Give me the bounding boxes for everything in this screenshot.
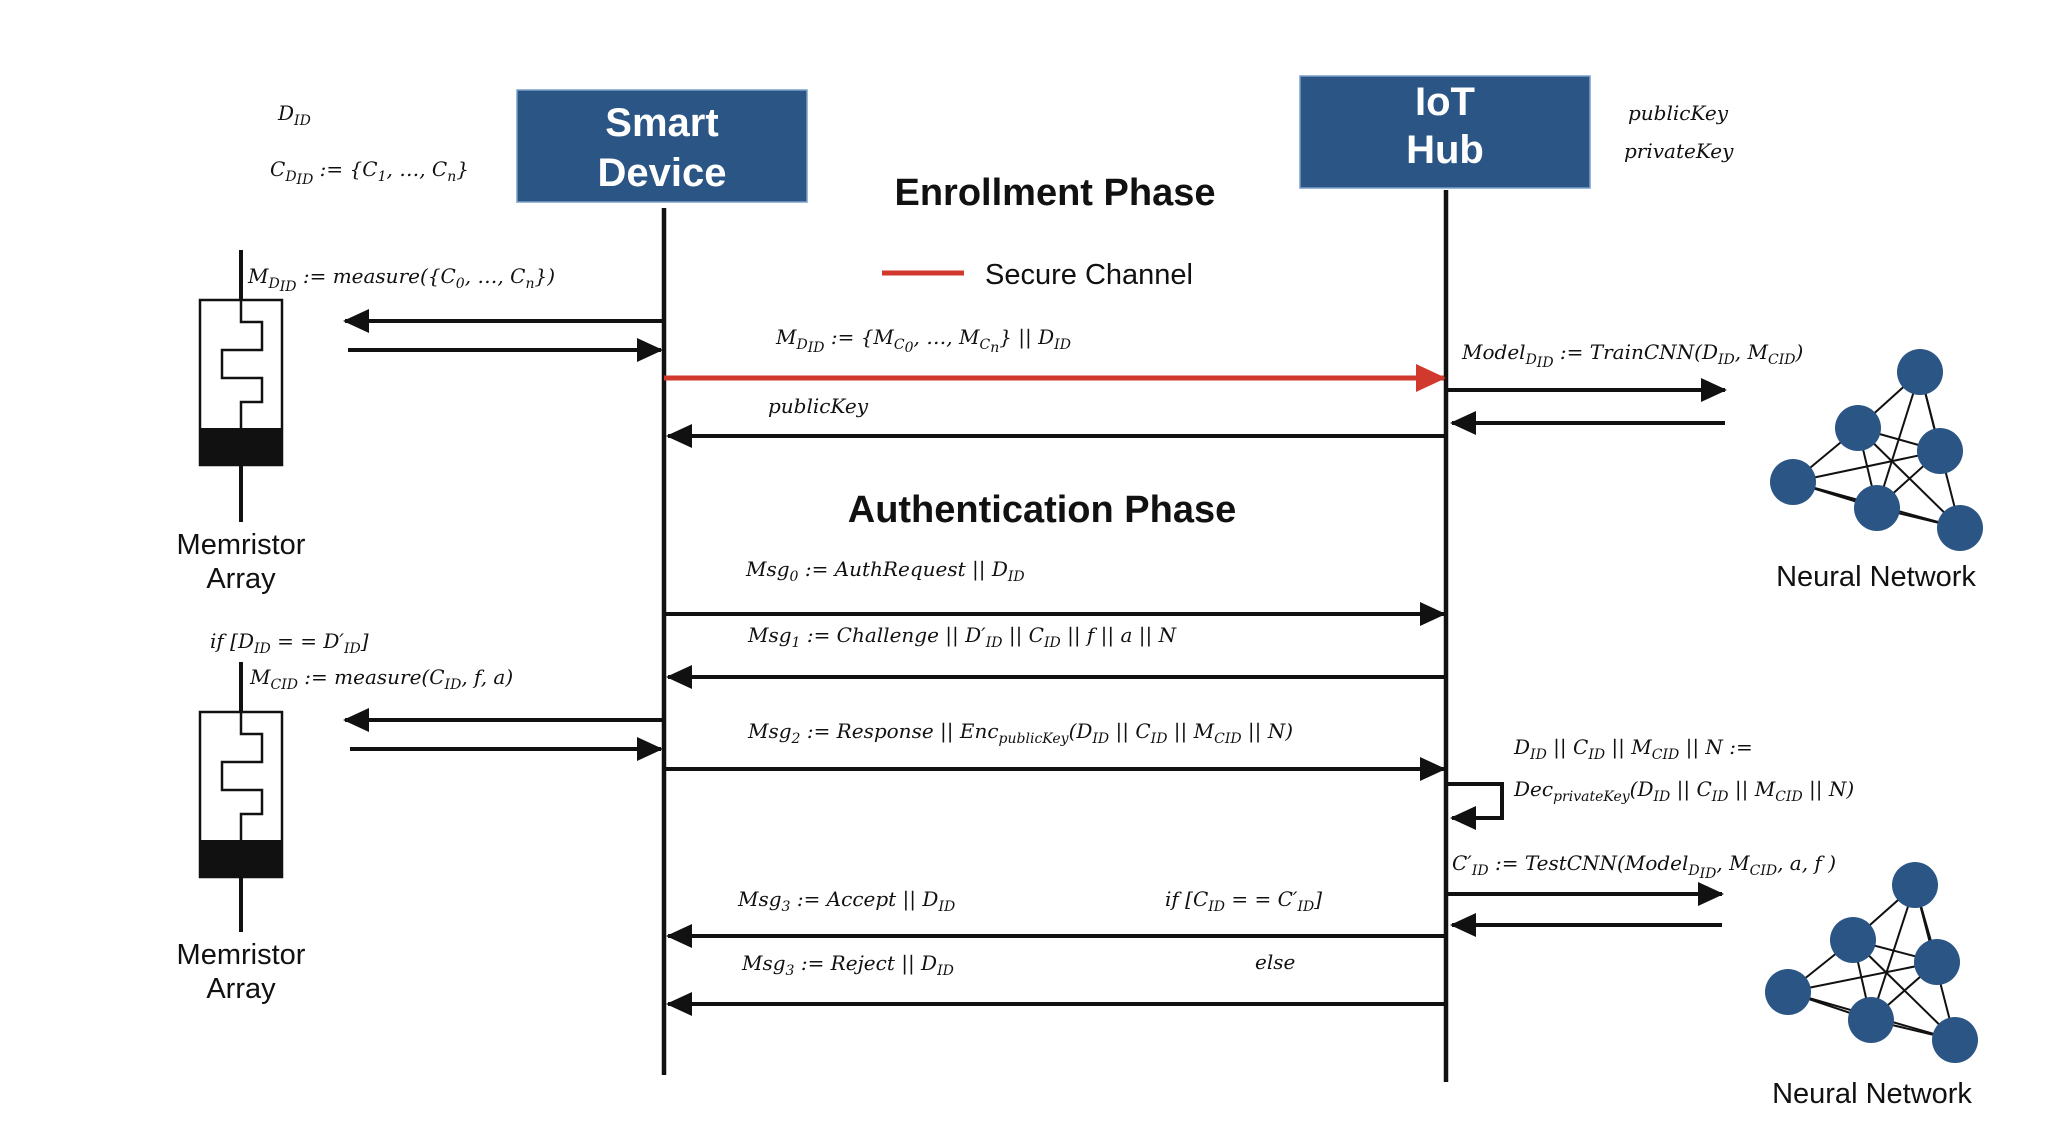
memristor-label-1b: Array — [206, 563, 276, 595]
msg3-reject-text: Msg3 := Reject || DID — [741, 951, 954, 979]
memristor-label-2b: Array — [206, 973, 276, 1005]
nn1-node — [1835, 405, 1881, 451]
neural-network-label-2: Neural Network — [1772, 1078, 1972, 1110]
test-cnn-text: C′ID := TestCNN(ModelDID, MCID, a, f ) — [1452, 851, 1836, 882]
msg2-text: Msg2 := Response || EncpublicKey(DID || … — [747, 719, 1293, 747]
authentication-phase-title: Authentication Phase — [848, 489, 1237, 531]
msg3-accept-text: Msg3 := Accept || DID — [737, 887, 955, 915]
iot-hub-title-line1: IoT — [1415, 80, 1475, 124]
memristor-array-2: Memristor Array — [177, 662, 306, 1005]
memristor-label-2a: Memristor — [177, 939, 306, 971]
nn2-node — [1892, 862, 1938, 908]
decrypt-line1-text: DID || CID || MCID || N := — [1513, 735, 1753, 763]
legend: Secure Channel — [882, 259, 1193, 291]
neural-network-label-1: Neural Network — [1776, 561, 1976, 593]
train-cnn-text: ModelDID := TrainCNN(DID, MCID) — [1461, 340, 1803, 371]
nn2-node — [1765, 969, 1811, 1015]
if-cid-text: if [CID = = C′ID] — [1165, 887, 1322, 915]
neural-network-2: Neural Network — [1765, 862, 1978, 1110]
smart-device-title-line2: Device — [598, 151, 727, 195]
iot-hub-header: IoT Hub — [1299, 75, 1591, 189]
nn1-node — [1897, 349, 1943, 395]
decrypt-line2-text: DecprivateKey(DID || CID || MCID || N) — [1513, 777, 1854, 805]
iot-hub-title-line2: Hub — [1406, 128, 1484, 172]
else-text: else — [1255, 950, 1295, 974]
nn1-node — [1917, 428, 1963, 474]
auth-measure-text: MCID := measure(CID, f, a) — [249, 665, 513, 693]
legend-secure-label: Secure Channel — [985, 259, 1193, 291]
nn2-node — [1830, 917, 1876, 963]
cdid-definition: CDID := {C1, …, Cn} — [270, 157, 469, 188]
private-key-label: privateKey — [1624, 139, 1734, 163]
public-key-message-text: publicKey — [768, 394, 869, 418]
nn1-node — [1854, 485, 1900, 531]
enroll-measure-text: MDID := measure({C0, …, Cn}) — [247, 264, 555, 295]
neural-network-1: Neural Network — [1770, 349, 1983, 593]
did-definition: DID — [277, 101, 311, 129]
nn2-node — [1932, 1017, 1978, 1063]
enroll-message-text: MDID := {MC0, …, MCn} || DID — [775, 325, 1071, 356]
msg1-text: Msg1 := Challenge || D′ID || CID || f ||… — [747, 623, 1178, 651]
enrollment-phase-title: Enrollment Phase — [895, 172, 1216, 214]
smart-device-title-line1: Smart — [605, 101, 718, 145]
nn1-node — [1770, 459, 1816, 505]
nn2-node — [1914, 939, 1960, 985]
public-key-label: publicKey — [1628, 101, 1729, 125]
auth-if-text: if [DID = = D′ID] — [210, 629, 369, 657]
memristor-label-1a: Memristor — [177, 529, 306, 561]
smart-device-header: Smart Device — [516, 89, 808, 203]
msg0-text: Msg0 := AuthRequest || DID — [745, 557, 1025, 585]
memristor-array-1: Memristor Array — [177, 250, 306, 595]
nn2-node — [1848, 997, 1894, 1043]
decrypt-self-arrow — [1448, 782, 1504, 830]
nn1-node — [1937, 505, 1983, 551]
